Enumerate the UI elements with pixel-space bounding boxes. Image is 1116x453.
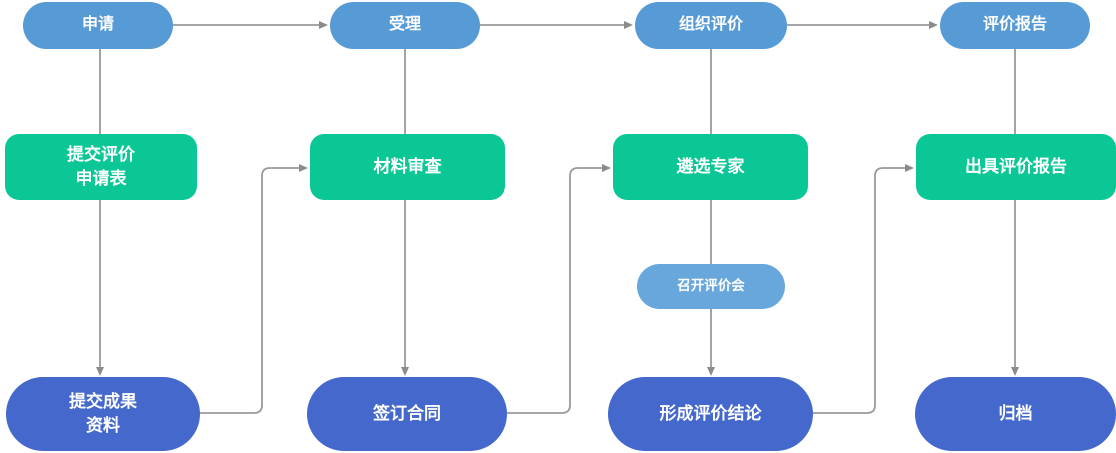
- node-form-evaluation-conclusion: 形成评价结论: [608, 377, 813, 451]
- node-sign-contract: 签订合同: [307, 377, 507, 451]
- node-archive: 归档: [915, 377, 1116, 451]
- node-material-review: 材料审查: [310, 134, 505, 200]
- connector-conclusion-to-issue: [813, 164, 914, 414]
- node-submit-achievement-materials: 提交成果 资料: [6, 377, 200, 451]
- node-issue-evaluation-report: 出具评价报告: [916, 134, 1116, 200]
- node-submit-application-form: 提交评价 申请表: [5, 134, 197, 200]
- node-accept: 受理: [330, 2, 480, 49]
- node-select-experts: 遴选专家: [613, 134, 808, 200]
- node-organize-evaluation: 组织评价: [635, 2, 787, 49]
- connector-materials-to-review: [200, 164, 308, 414]
- node-hold-evaluation-meeting: 召开评价会: [637, 264, 785, 309]
- node-evaluation-report: 评价报告: [940, 2, 1090, 49]
- connector-contract-to-experts: [507, 164, 611, 414]
- node-apply: 申请: [23, 2, 173, 49]
